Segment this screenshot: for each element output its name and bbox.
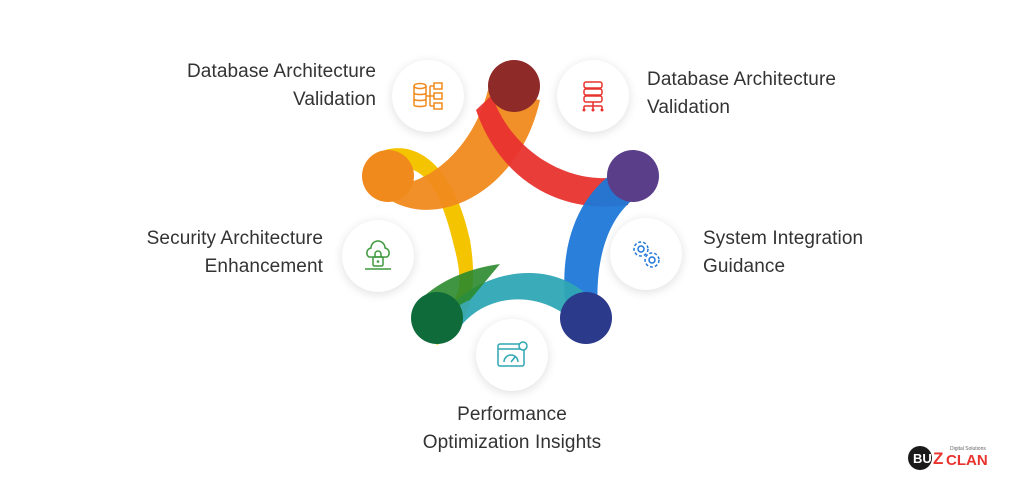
label-database-architecture-left: Database Architecture Validation [187,58,376,114]
cap-left [362,150,414,202]
icon-circle-1 [392,60,464,132]
label-performance: Performance Optimization Insights [392,401,632,457]
label-line1: Security Architecture [146,228,323,249]
label-line2: Validation [292,89,376,110]
label-line2: Validation [647,97,731,118]
label-line1: System Integration [703,228,864,249]
gears-icon [633,241,660,268]
buzzclan-logo: BU Z CLAN Digital Solutions [906,441,1016,475]
label-system-integration: System Integration Guidance [703,225,863,281]
speedometer-icon [497,341,528,367]
petal-blue [564,165,650,330]
cap-top [488,60,540,112]
cloud-lock-icon [365,240,391,270]
database-flow-icon [413,82,443,110]
label-security-architecture: Security Architecture Enhancement [147,225,323,281]
label-line1: Performance [457,404,567,425]
label-line2: Optimization Insights [422,432,602,453]
cap-right [607,150,659,202]
icon-circle-5 [342,220,414,292]
label-database-architecture-right: Database Architecture Validation [647,66,836,122]
cap-bottom-left [411,292,463,344]
icon-circle-2 [557,60,629,132]
logo-mark: BU Z CLAN Digital Solutions [908,446,988,470]
icon-circle-3 [610,218,682,290]
logo-word3: CLAN [946,452,988,469]
cap-bottom-right [560,292,612,344]
label-line2: Enhancement [204,256,323,277]
logo-tagline: Digital Solutions [950,446,986,452]
logo-word2: Z [933,449,943,468]
database-server-icon [582,81,604,112]
label-line1: Database Architecture [647,69,837,90]
label-line1: Database Architecture [186,61,376,82]
logo-word1: BU [913,451,932,466]
icon-circle-4 [476,319,548,391]
petal-teal [440,272,600,335]
label-line2: Guidance [703,256,786,277]
petal-red [476,95,630,207]
